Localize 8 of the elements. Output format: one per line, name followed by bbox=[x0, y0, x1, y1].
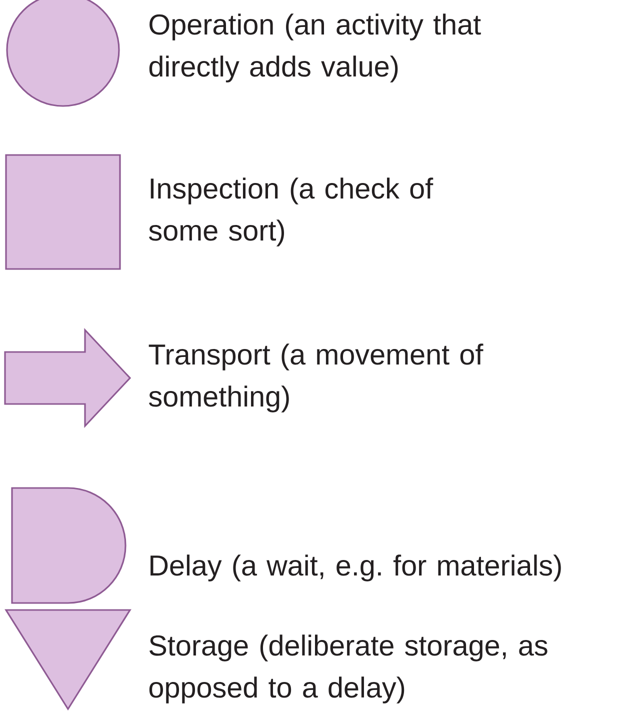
arrow-symbol bbox=[4, 328, 132, 428]
symbol-description: Operation (an activity that directly adds value) bbox=[149, 14, 481, 82]
symbol-description: Delay (a wait, e.g. for materials) bbox=[150, 554, 561, 582]
square-symbol bbox=[5, 154, 121, 270]
symbol-description: Transport (a movement of something) bbox=[148, 344, 484, 412]
d-shape-symbol bbox=[11, 487, 126, 604]
symbol-description: Inspection (a check of some sort) bbox=[149, 178, 434, 246]
symbol-description: Storage (deliberate storage, as opposed to a delay) bbox=[149, 634, 548, 704]
